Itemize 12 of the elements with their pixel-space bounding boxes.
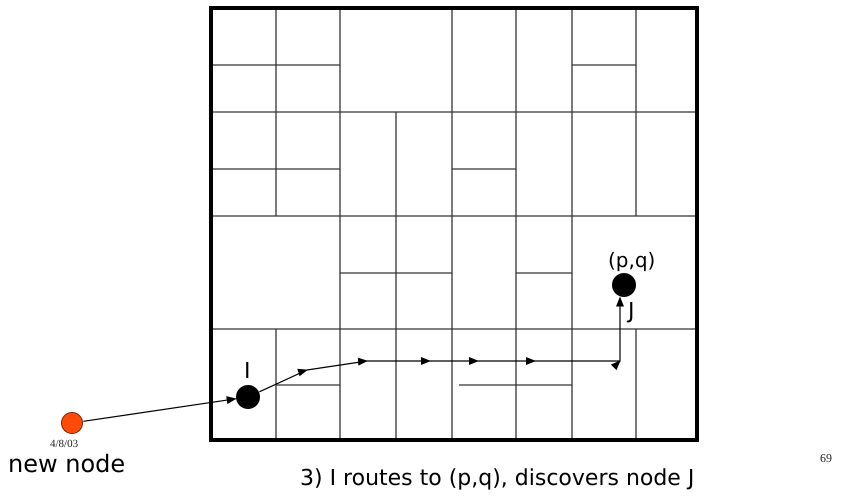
node-dot: [61, 412, 83, 434]
node-dot: [236, 385, 260, 409]
date-text: 4/8/03: [50, 439, 78, 450]
node-label: new node: [8, 452, 126, 476]
caption: 3) I routes to (p,q), discovers node J: [300, 468, 694, 490]
route-arrow: [83, 396, 237, 422]
page-number: 69: [820, 452, 832, 464]
route-arrow: [259, 296, 624, 392]
node-dot: [612, 273, 636, 297]
node-label: J: [628, 301, 634, 323]
node-label: (p,q): [608, 250, 656, 270]
node-label: I: [244, 361, 250, 383]
